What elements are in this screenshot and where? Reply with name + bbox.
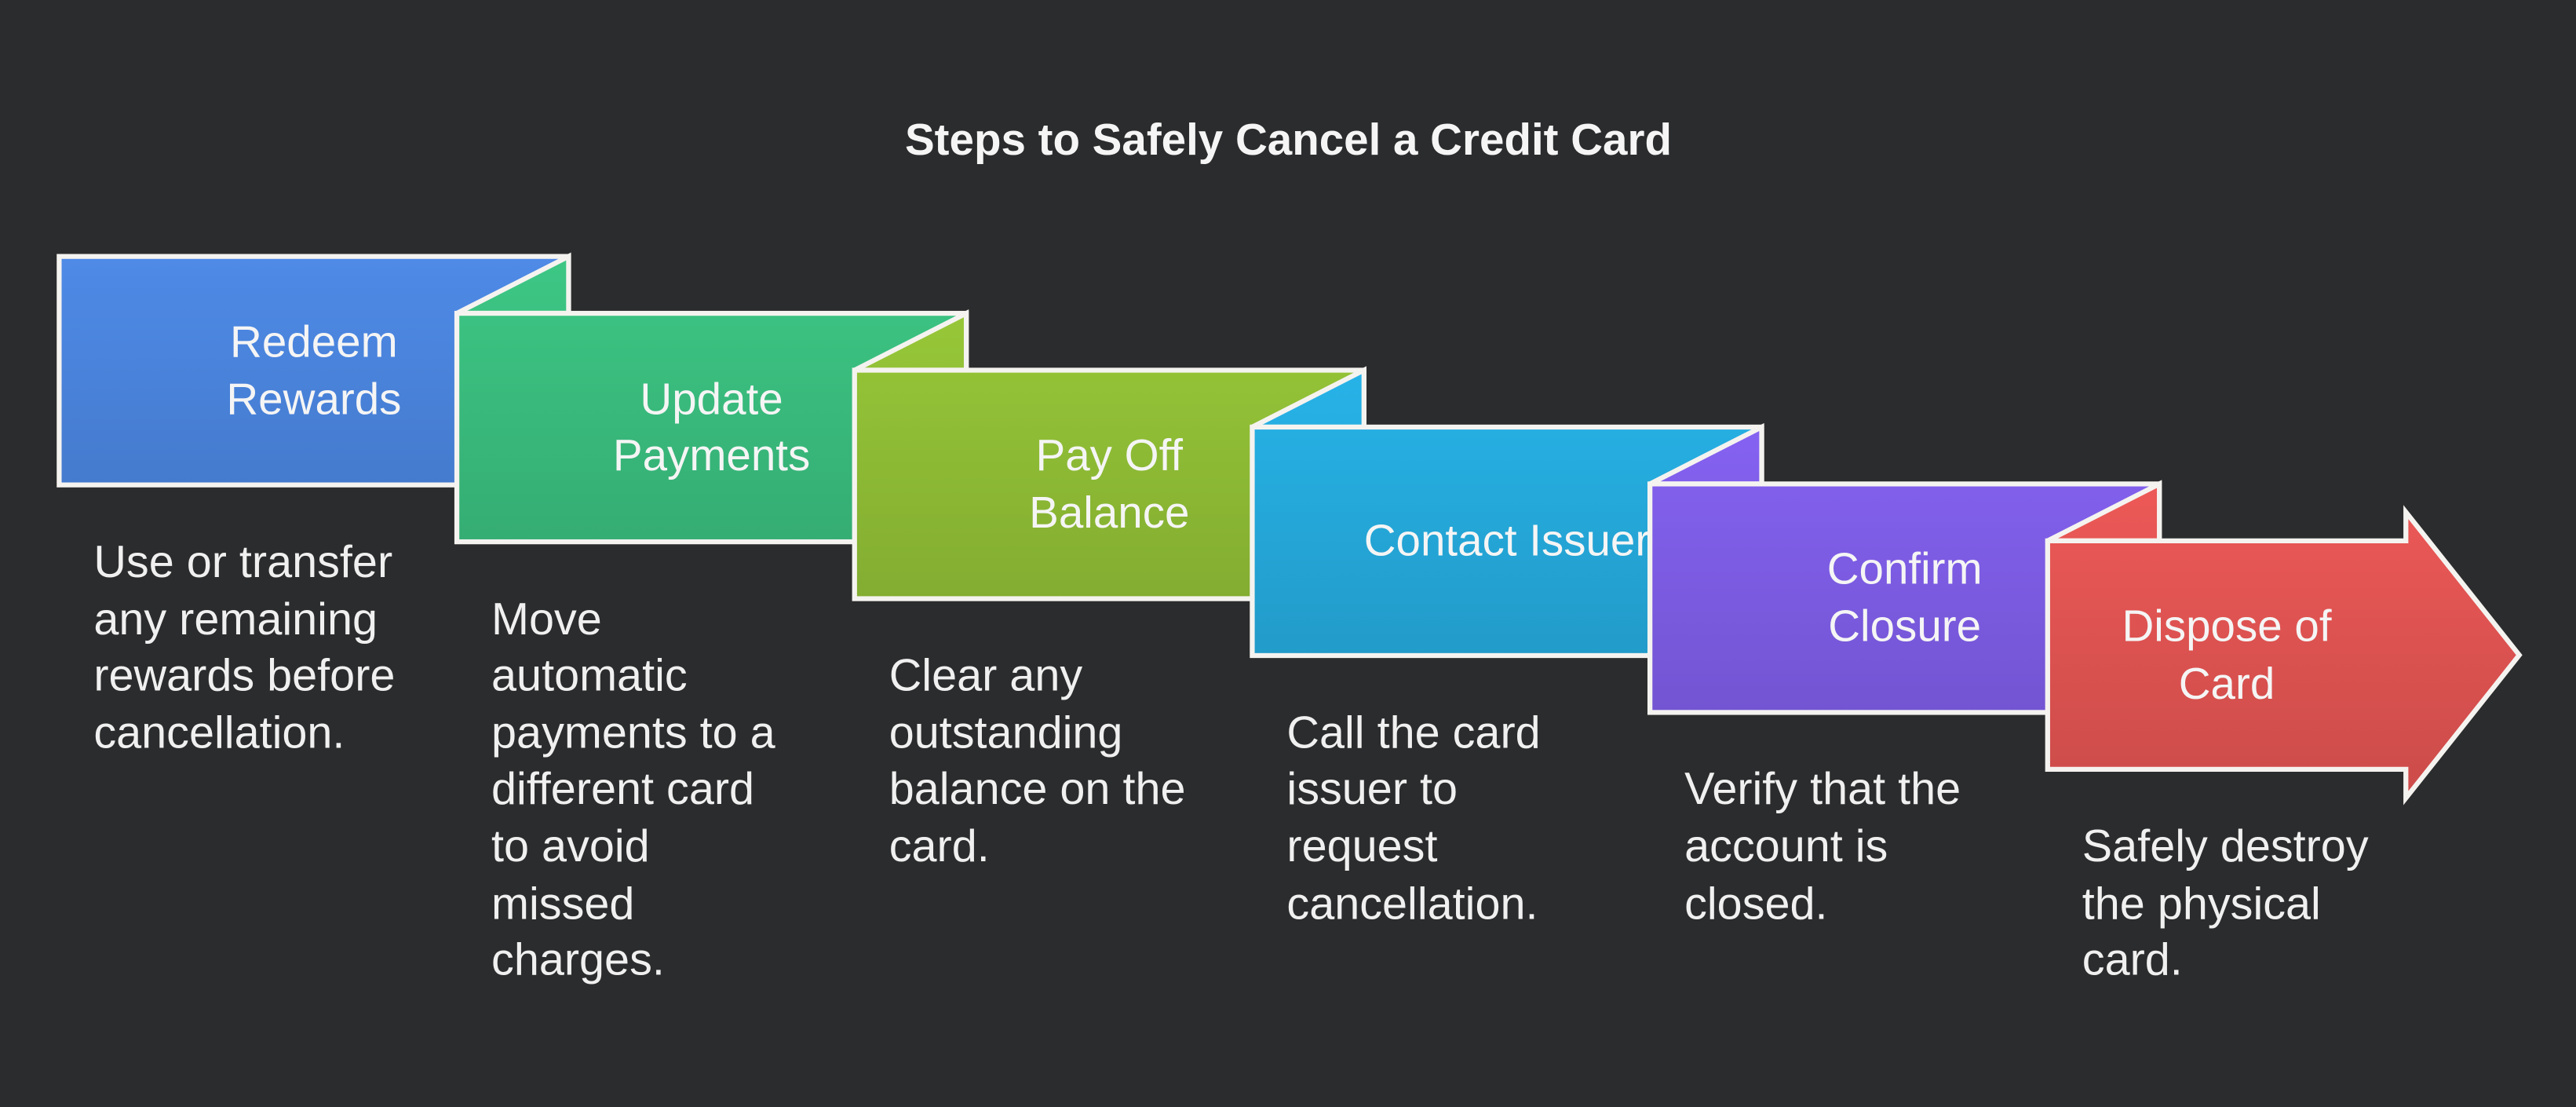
diagram-title: Steps to Safely Cancel a Credit Card (904, 115, 1673, 165)
arrow-shape (2045, 505, 2523, 806)
